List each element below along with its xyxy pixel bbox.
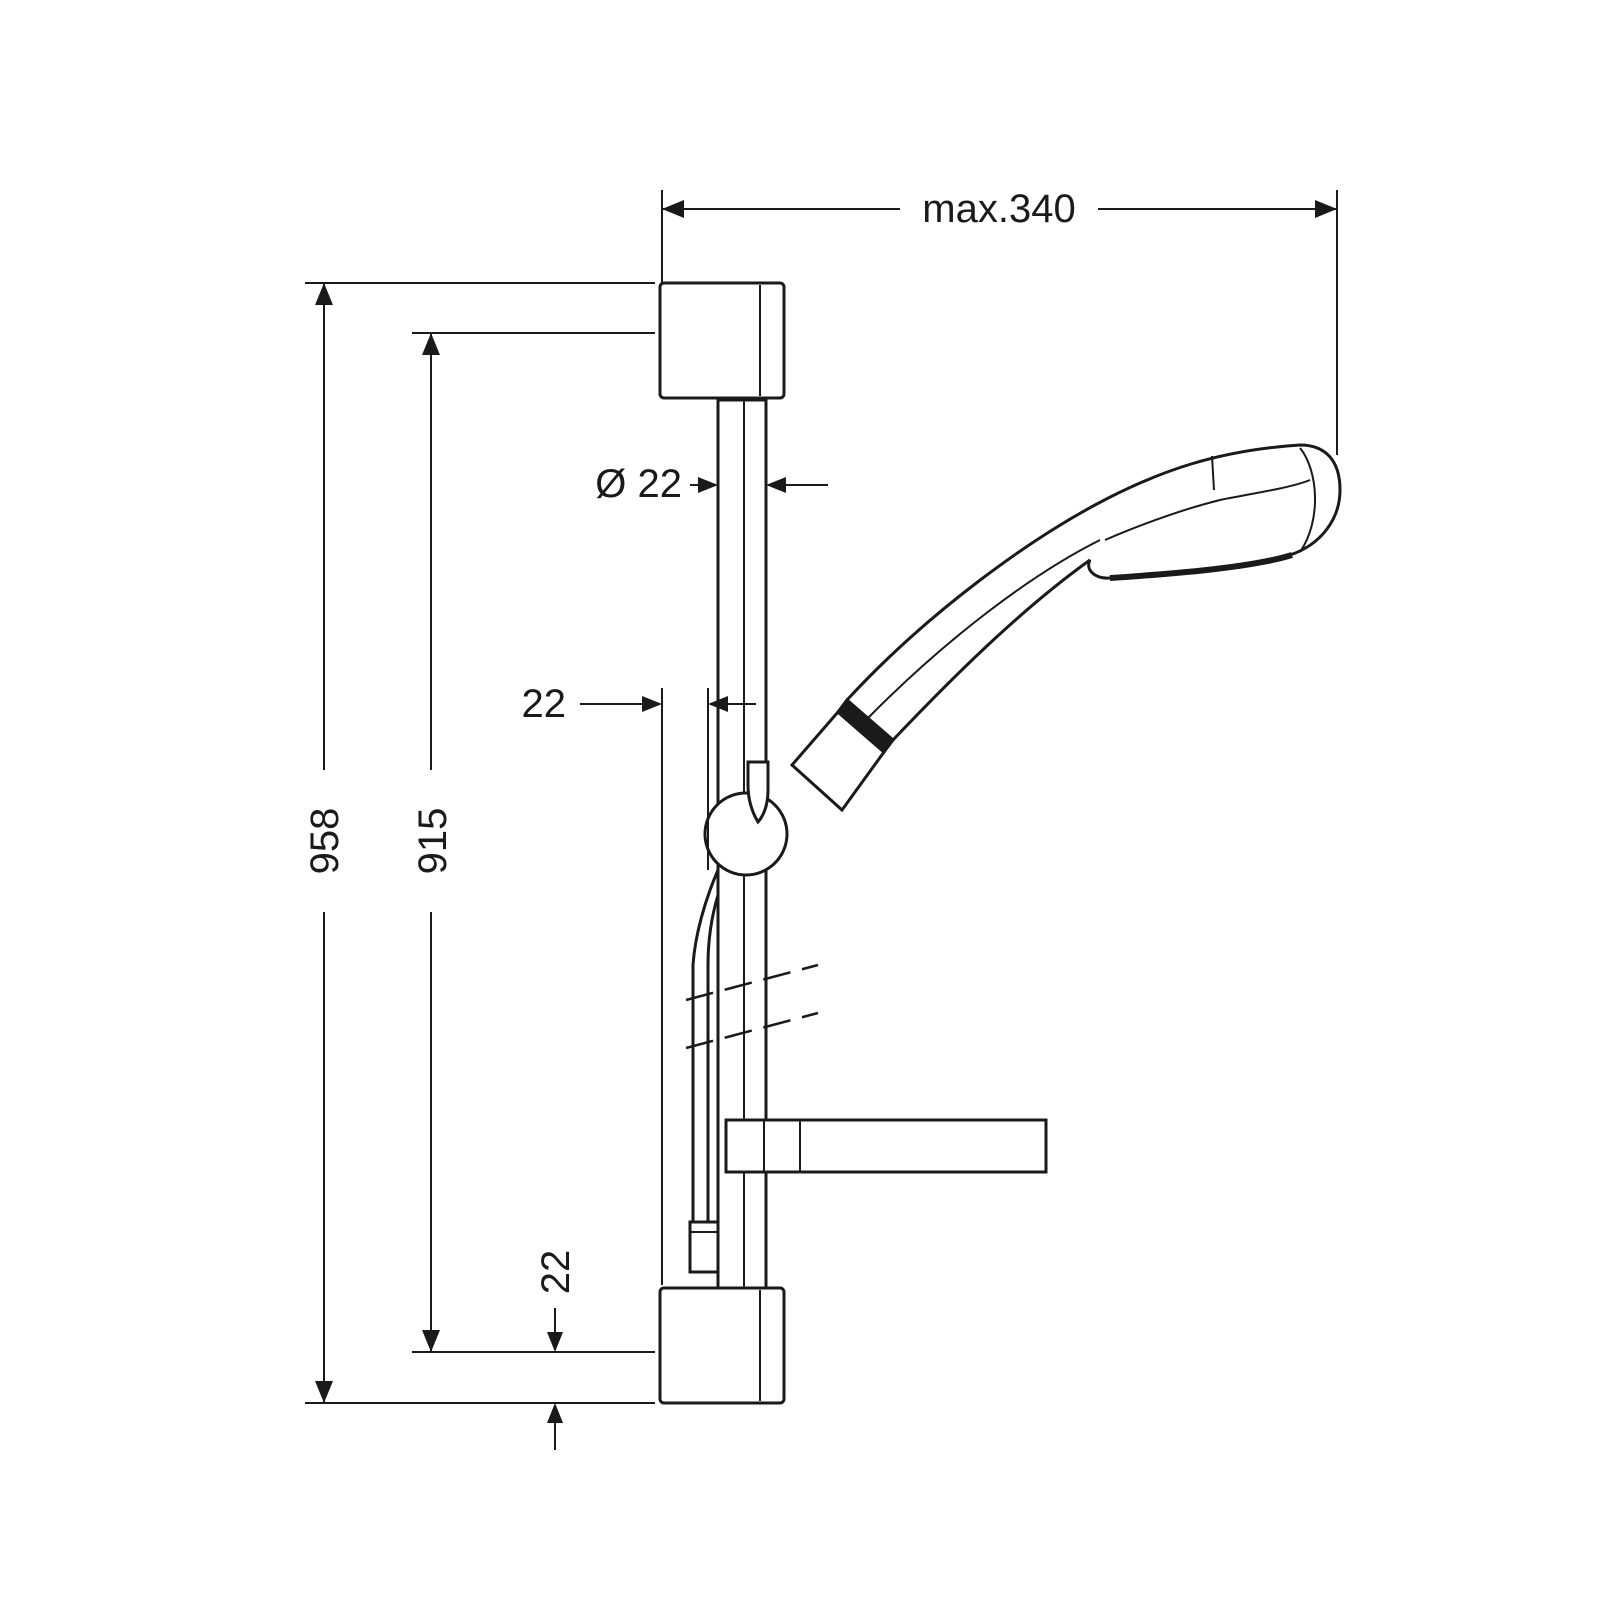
spray-head-rim [1109, 552, 1293, 581]
arrow-wall-offset-left [642, 696, 662, 712]
dim-label-rail-length: 915 [411, 808, 455, 875]
arrow-915-bottom [422, 1330, 440, 1352]
soap-dish [724, 1118, 1048, 1174]
dimension-lines: max.340 958 915 Ø 22 22 [303, 187, 1338, 1450]
arrow-958-bottom [315, 1381, 333, 1403]
spray-head-seam [1211, 455, 1215, 491]
top-wall-bracket [658, 281, 786, 400]
arrow-wall-offset-right [708, 696, 728, 712]
shower-hose-outer [706, 894, 720, 1222]
arrow-915-top [422, 333, 440, 355]
slider-knob [703, 791, 789, 877]
spray-head-lip [1104, 479, 1311, 541]
break-line-upper [685, 963, 819, 1002]
arrow-bottom-offset-bottom [547, 1403, 563, 1423]
hand-shower-handle [844, 443, 1342, 743]
shower-hose [691, 869, 720, 1222]
bottom-wall-bracket [658, 1286, 786, 1405]
break-line-lower [685, 1011, 819, 1050]
slider-lever [746, 760, 770, 825]
arrow-340-right [1315, 200, 1337, 218]
spray-head-face [1299, 447, 1317, 553]
arrow-958-top [315, 283, 333, 305]
arrow-diameter-right [766, 477, 786, 493]
dim-label-bottom-offset: 22 [534, 1250, 578, 1295]
dim-label-total-height: 958 [303, 808, 347, 875]
arrow-340-left [662, 200, 684, 218]
dim-label-wall-offset: 22 [522, 682, 567, 726]
dim-label-rail-diameter: Ø 22 [595, 462, 682, 506]
dim-label-max-width: max.340 [922, 187, 1075, 231]
hose-connector [688, 1220, 720, 1274]
arrow-bottom-offset-top [547, 1332, 563, 1352]
handle-inner-contour [867, 539, 1101, 719]
arrow-diameter-left [698, 477, 718, 493]
shower-set [658, 281, 1342, 1405]
